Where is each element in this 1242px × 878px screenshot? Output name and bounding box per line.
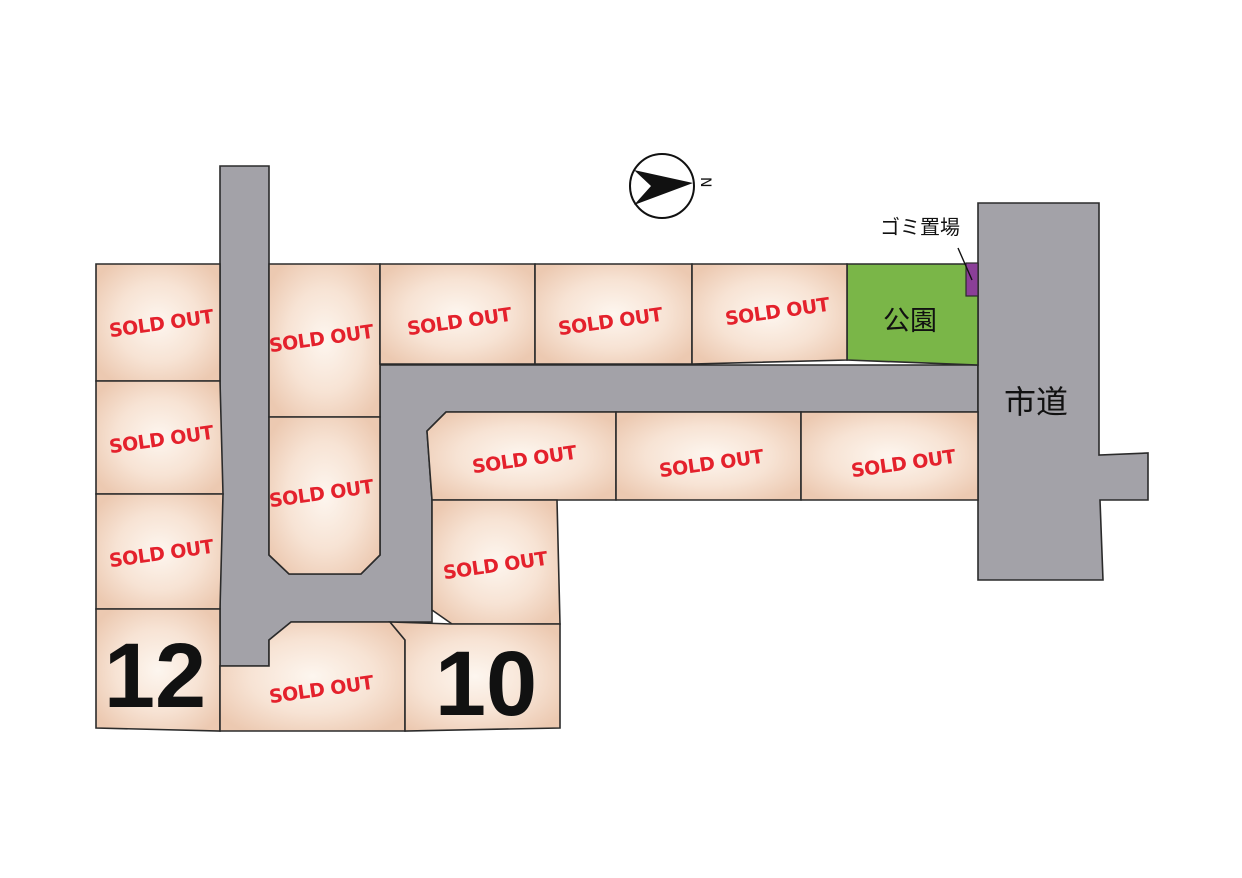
city-road [977,202,1149,581]
lot-e[interactable] [268,416,381,575]
lot-number-10: 10 [435,633,537,735]
garbage-label: ゴミ置場 [880,215,960,239]
lot-number-12: 12 [104,625,206,727]
north-arrow-icon: N [629,153,713,219]
city-road-label: 市道 [1004,383,1068,421]
park-label: 公園 [883,306,937,337]
garbage-leader-line [957,247,973,281]
north-label: N [697,177,713,187]
lot-k[interactable] [800,411,979,501]
lot-h[interactable] [691,263,848,365]
lot-10[interactable] [388,621,561,732]
